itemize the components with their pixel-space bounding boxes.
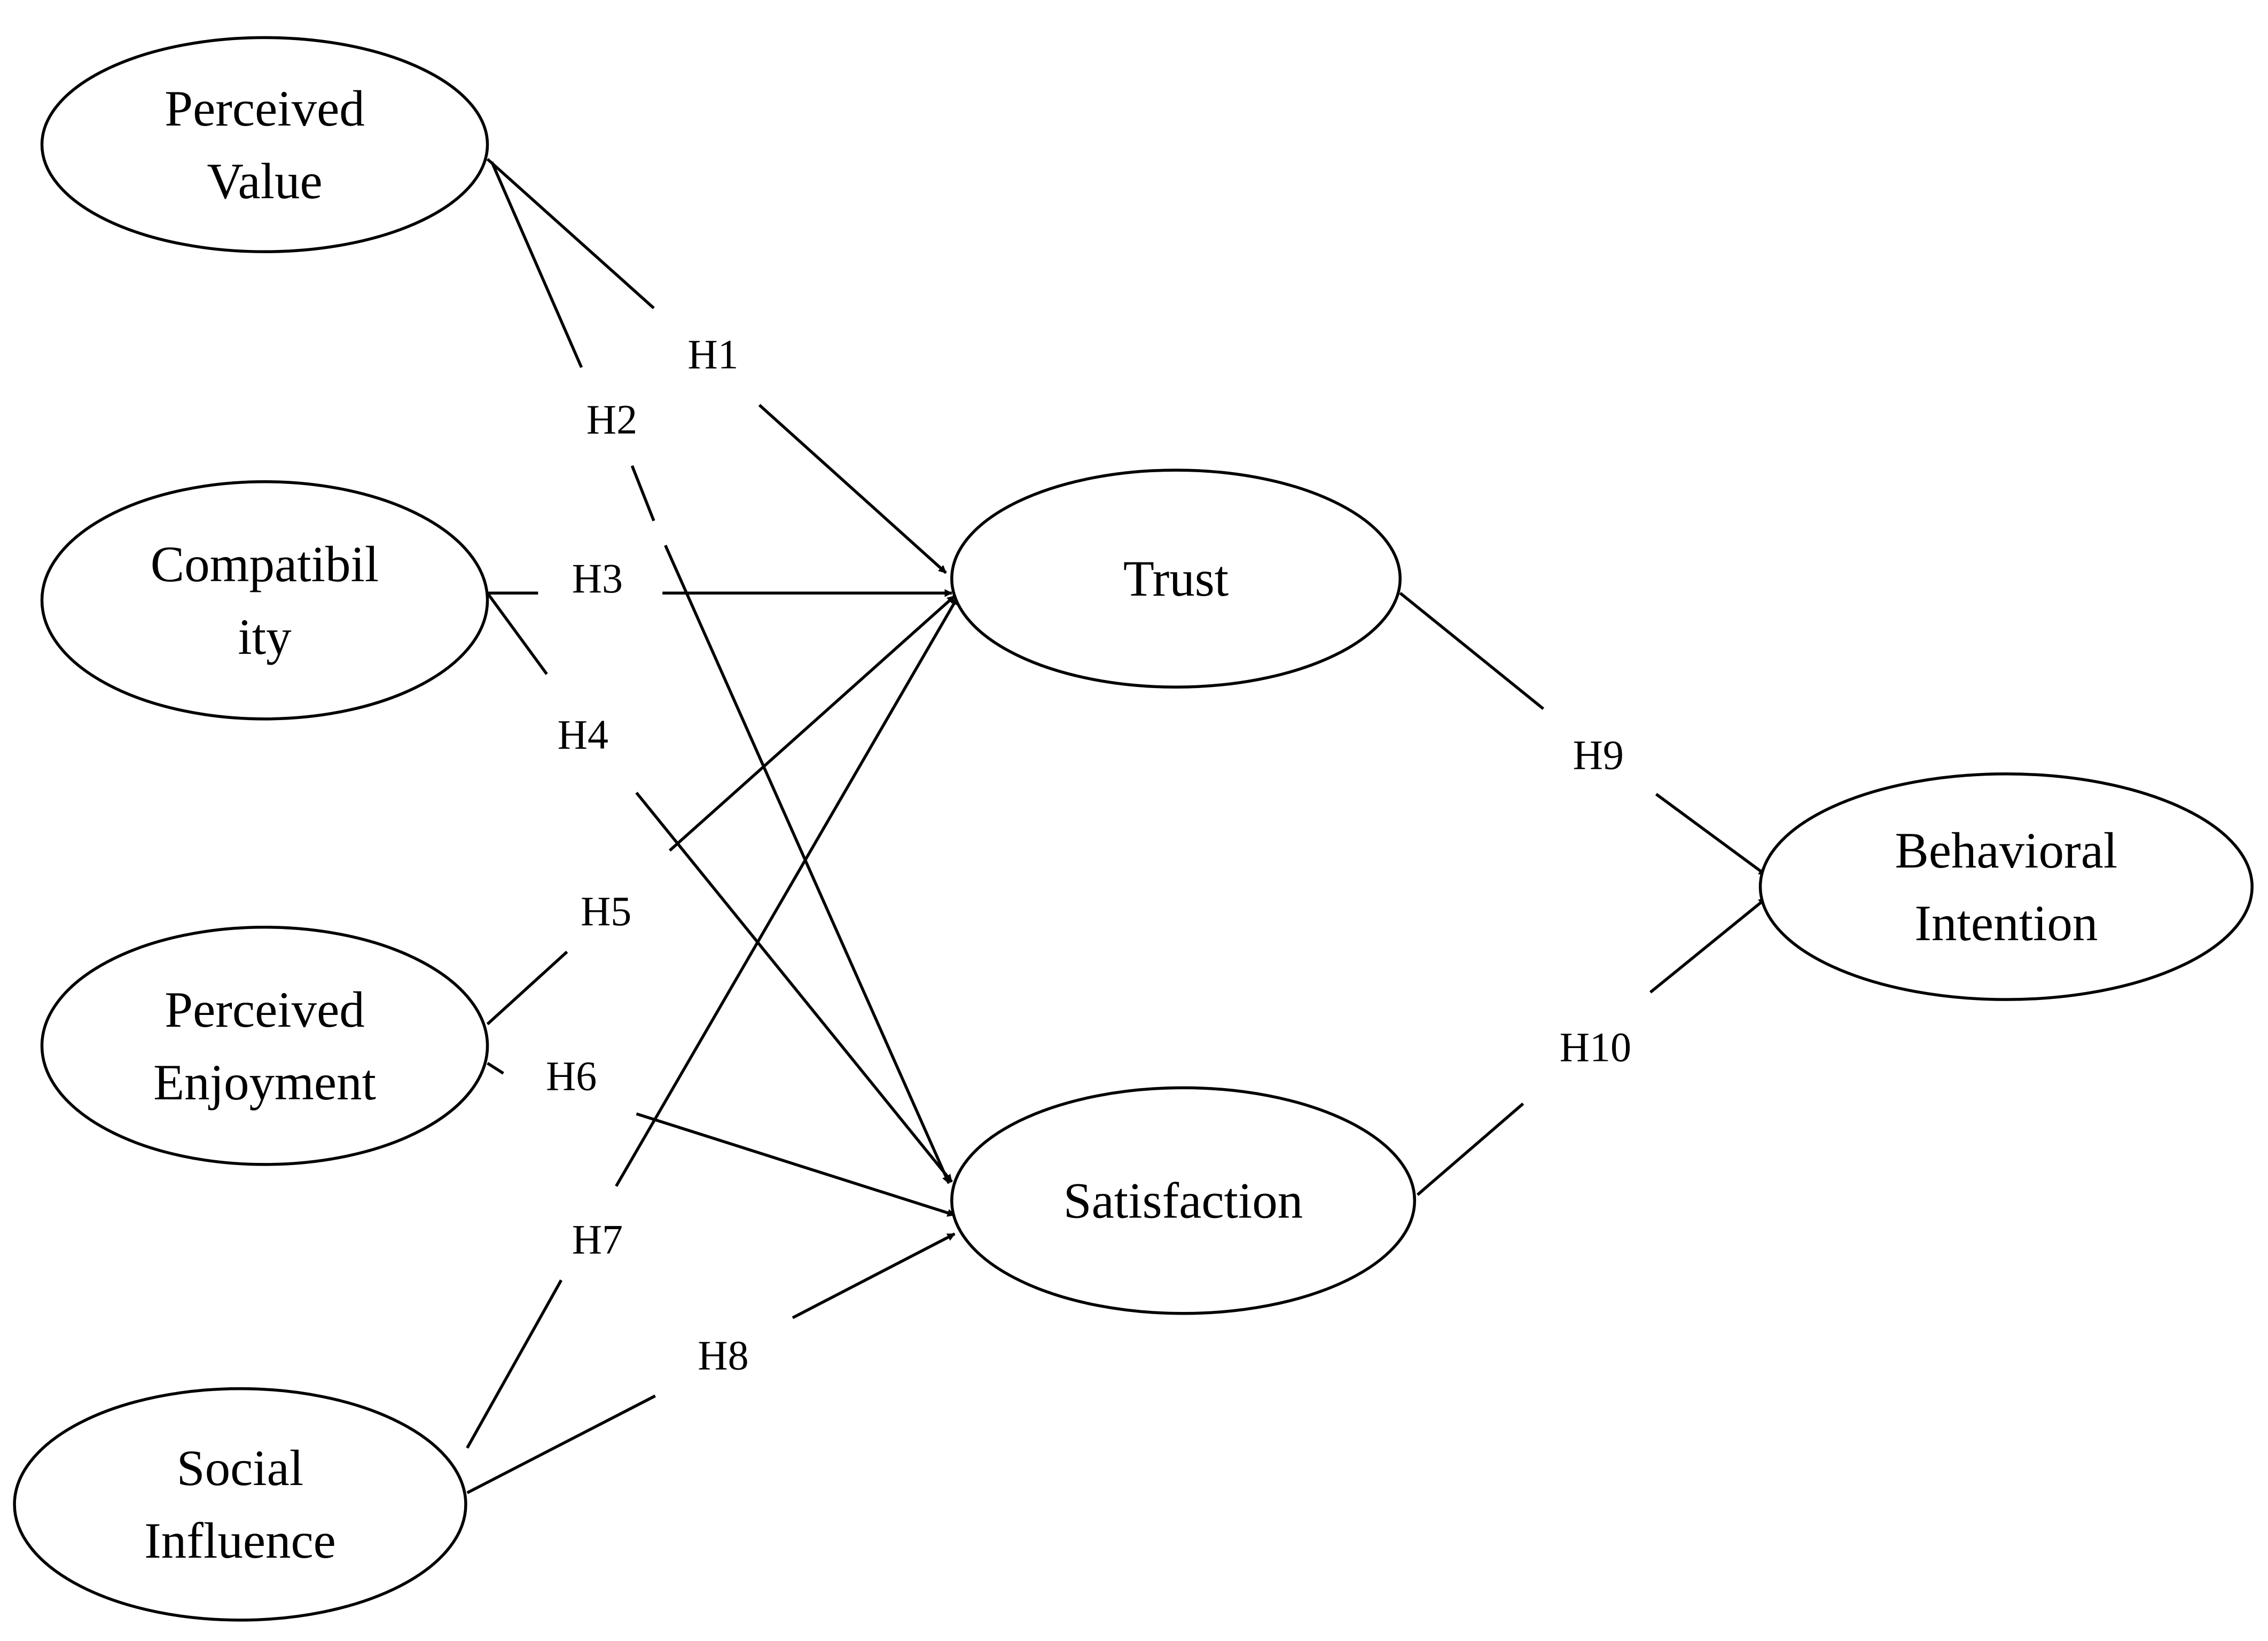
edge-h6-arrow (636, 1112, 956, 1217)
edge-h1-segment (486, 158, 655, 309)
edge-h1 (486, 158, 947, 574)
edge-h5-arrow (668, 595, 956, 852)
node-label: Perceived (165, 80, 365, 137)
edge-label-h9: H9 (1573, 732, 1624, 778)
edge-h2-segment (490, 161, 583, 368)
edge-label-h4: H4 (558, 712, 608, 758)
edge-label-h7: H7 (572, 1216, 623, 1263)
node-label: Satisfaction (1063, 1173, 1303, 1229)
edge-h7 (466, 596, 959, 1449)
edge-h5-segment (486, 950, 568, 1026)
edge-h6 (487, 1061, 956, 1217)
edge-h4-segment (486, 592, 548, 675)
edge-label-h3: H3 (572, 555, 623, 601)
node-label: ity (238, 608, 292, 665)
edge-label-h8: H8 (698, 1332, 748, 1378)
edge-h9-arrow (1655, 793, 1767, 877)
edge-label-h2: H2 (586, 396, 637, 442)
edge-label-h10: H10 (1560, 1024, 1631, 1070)
node-trust: Trust (950, 468, 1402, 689)
node-label: Enjoyment (153, 1054, 376, 1111)
edge-h4-arrow (635, 792, 953, 1183)
edge-h6-segment (487, 1061, 504, 1075)
edge-label-h6: H6 (546, 1053, 597, 1099)
edge-h10-arrow (1649, 897, 1768, 994)
edge-h8-segment (466, 1394, 656, 1495)
node-label: Trust (1123, 550, 1229, 607)
node-ellipse (40, 36, 489, 253)
node-ellipse (1758, 772, 2254, 1001)
edge-h7-arrow (615, 596, 959, 1187)
edge-h7-segment (466, 1279, 563, 1449)
node-ellipse (40, 926, 489, 1166)
edge-label-h5: H5 (581, 888, 631, 934)
edge-h8-arrow (792, 1232, 956, 1319)
node-ellipse (13, 1387, 467, 1622)
edge-h5 (486, 595, 956, 1026)
edge-h10-segment (1416, 1103, 1524, 1196)
node-label: Social (177, 1440, 303, 1496)
edge-label-h1: H1 (687, 331, 738, 377)
edge-h10 (1416, 897, 1768, 1196)
edge-h2 (490, 161, 950, 1184)
node-label: Influence (144, 1512, 336, 1569)
edges (466, 158, 1768, 1495)
node-label: Intention (1914, 895, 2098, 951)
nodes: PerceivedValueCompatibilityPerceivedEnjo… (13, 36, 2254, 1622)
edge-h1-arrow (758, 404, 947, 574)
edge-h2-segment (630, 465, 655, 521)
node-label: Behavioral (1895, 822, 2117, 879)
node-satisfaction: Satisfaction (950, 1086, 1417, 1315)
node-ellipse (950, 468, 1402, 689)
node-label: Perceived (165, 981, 365, 1038)
node-ellipse (950, 1086, 1417, 1315)
edge-h4 (486, 592, 953, 1183)
edge-h8 (466, 1232, 956, 1495)
node-ellipse (40, 480, 489, 721)
node-label: Compatibil (151, 536, 379, 592)
edge-h2-arrow (664, 544, 950, 1184)
edge-h9 (1399, 592, 1767, 877)
node-label: Value (207, 153, 322, 209)
node-compatibility: Compatibil ity (40, 480, 489, 721)
edge-h9-segment (1399, 592, 1545, 710)
